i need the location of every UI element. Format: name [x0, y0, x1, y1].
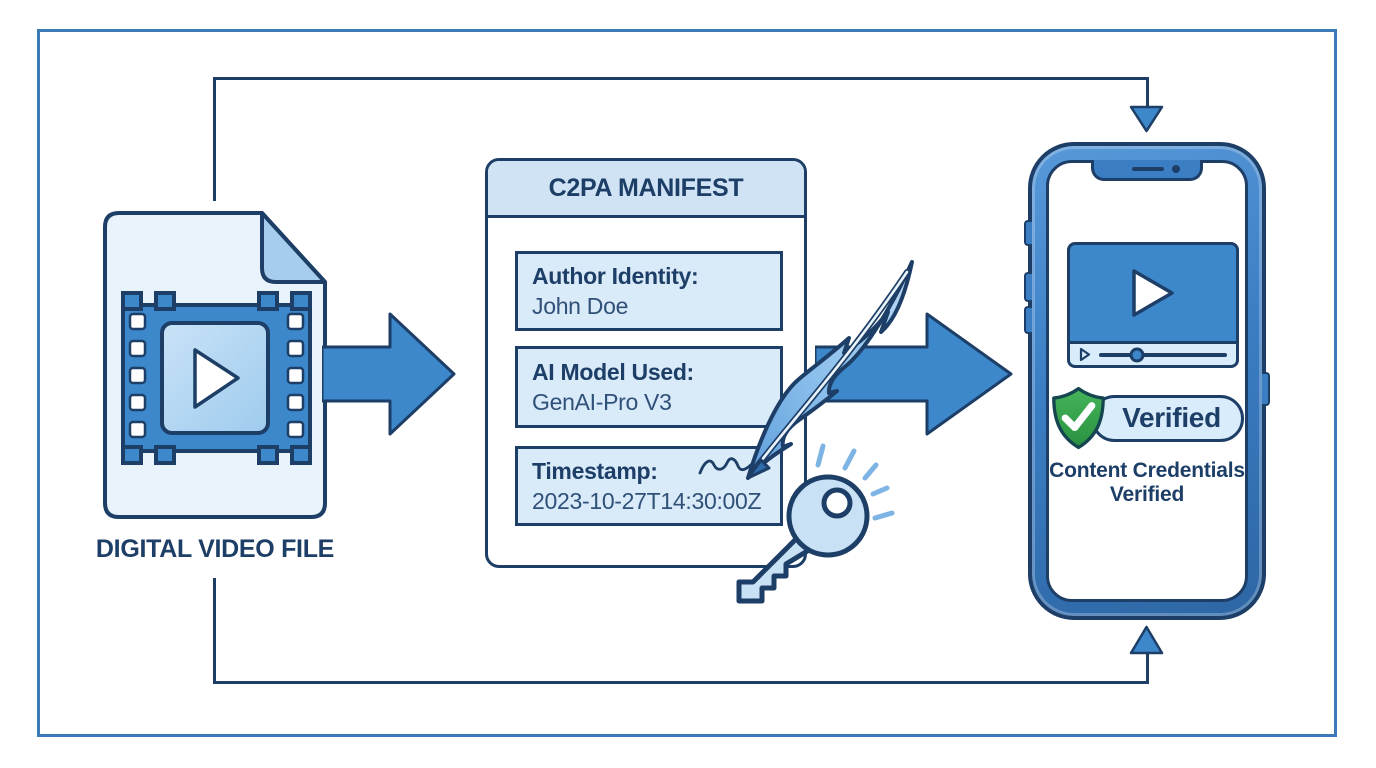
progress-knob [1129, 347, 1145, 362]
c2pa-manifest-card: C2PA MANIFEST Author Identity: John Doe … [485, 158, 807, 568]
volume-button [1024, 220, 1032, 246]
player-controls [1070, 341, 1236, 365]
connector-arrow-down-icon [1129, 105, 1164, 133]
bottom-connector-left-segment [213, 578, 216, 684]
arrow-right-icon [815, 312, 1013, 436]
verified-pill: Verified [1091, 394, 1244, 442]
signature-icon [698, 457, 756, 475]
field-value: 2023-10-27T14:30:00Z [532, 487, 762, 514]
play-icon [193, 348, 240, 409]
field-value: John Doe [532, 292, 629, 319]
sparkle-icon [815, 443, 895, 521]
arrow-right-icon [322, 312, 456, 436]
top-connector-right-segment [1146, 77, 1149, 111]
play-icon [1132, 269, 1174, 317]
caption-line-1: Content Credentials [1049, 459, 1245, 482]
progress-bar [1099, 347, 1227, 362]
caption-line-2: Verified [1109, 482, 1185, 506]
bottom-connector-right-segment [1146, 654, 1149, 683]
camera-icon [1172, 165, 1180, 173]
manifest-title: C2PA MANIFEST [548, 173, 744, 202]
notch [1091, 160, 1203, 181]
quill-nib [746, 458, 771, 480]
volume-button [1024, 306, 1032, 334]
folded-corner [260, 211, 327, 284]
manifest-field-ai-model: AI Model Used: GenAI-Pro V3 [515, 346, 783, 428]
key-shaft [736, 529, 817, 604]
volume-button [1024, 272, 1032, 302]
manifest-header: C2PA MANIFEST [488, 161, 804, 218]
diagram-border-frame [37, 29, 1337, 737]
field-label: Author Identity: [532, 262, 699, 289]
video-area [1070, 245, 1236, 341]
key-hole [821, 487, 853, 519]
field-label: AI Model Used: [532, 358, 694, 385]
smartphone-icon: Verified Content Credentials Verified [1024, 142, 1270, 620]
speaker-icon [1132, 167, 1164, 171]
phone-screen: Verified Content Credentials Verified [1046, 160, 1248, 602]
manifest-field-author: Author Identity: John Doe [515, 251, 783, 331]
manifest-field-timestamp: Timestamp: 2023-10-27T14:30:00Z [515, 446, 783, 526]
shield-check-icon [1052, 386, 1105, 450]
field-value: GenAI-Pro V3 [532, 388, 672, 415]
quill-pen-icon [746, 260, 914, 480]
verified-badge: Verified [1049, 385, 1245, 451]
field-label: Timestamp: [532, 457, 658, 484]
video-player-icon [1067, 242, 1239, 368]
bottom-connector-horizontal-segment [213, 681, 1149, 684]
top-connector-left-segment [213, 77, 216, 201]
source-label: DIGITAL VIDEO FILE [95, 535, 335, 563]
power-button [1262, 372, 1270, 406]
top-connector-horizontal-segment [213, 77, 1149, 80]
key-icon [736, 443, 895, 604]
verified-label: Verified [1122, 402, 1221, 433]
connector-arrow-up-icon [1129, 625, 1164, 655]
key-head [786, 474, 870, 558]
small-play-icon [1079, 347, 1091, 362]
video-file-icon [103, 211, 327, 519]
credentials-caption: Content Credentials Verified [1049, 459, 1245, 507]
film-strip-icon [121, 291, 312, 465]
